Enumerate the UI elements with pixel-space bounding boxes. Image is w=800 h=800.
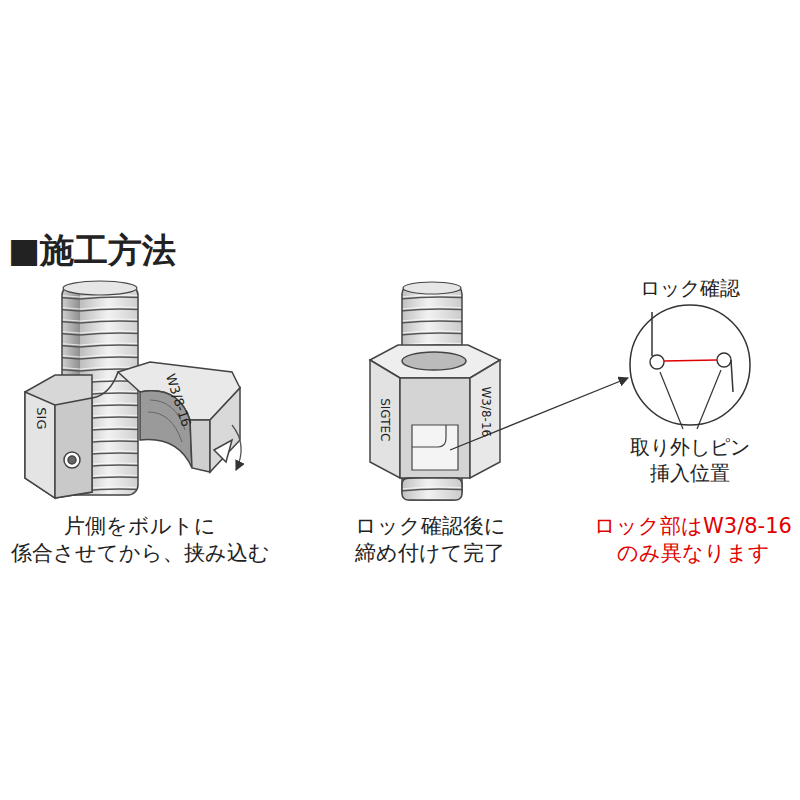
nut-marking: SIG [32,407,49,429]
callout-arrow [450,378,628,450]
pin-position-label: 取り外しピン 挿入位置 [620,434,760,486]
nut-fixed-half [25,372,118,498]
step-caption: 片側をボルトに 係合させてから、挟み込む [4,513,277,568]
lock-detail [630,305,750,429]
nut-closed [370,345,500,500]
nut-marking: SIGTEC [377,398,393,441]
section-title: ■施工方法 [8,228,176,272]
nut-open-half [118,362,240,472]
detail-title: ロック確認 [640,275,740,301]
note: ロック部はW3/8-16 のみ異なります [588,513,798,568]
step-caption: ロック確認後に 締め付けて完了 [346,513,514,568]
rotate-arrow [232,425,241,470]
nut-marking: W3/8-16 [477,387,493,438]
